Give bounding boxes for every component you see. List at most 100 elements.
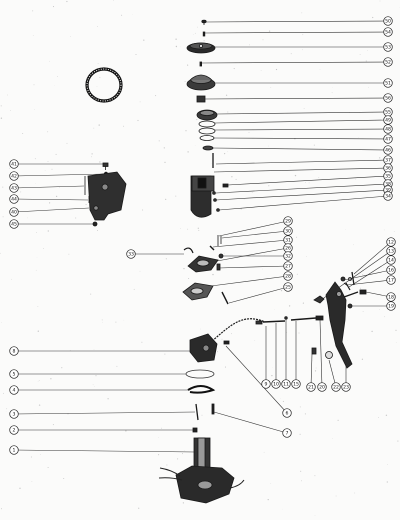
paper-speck (177, 458, 179, 460)
callout-6: 6 (282, 408, 292, 418)
paper-speck (337, 419, 339, 421)
leader-line-36 (213, 167, 389, 173)
paper-speck (163, 147, 165, 149)
callout-27: 27 (283, 261, 293, 271)
paper-speck (97, 63, 99, 64)
callout-51: 51 (383, 78, 393, 88)
paper-speck (2, 216, 4, 218)
callout-number: 35 (385, 174, 391, 180)
paper-speck (33, 84, 35, 86)
paper-speck (47, 161, 49, 162)
callout-15: 15 (291, 379, 301, 389)
paper-speck (249, 44, 251, 46)
paper-speck (121, 14, 123, 16)
washer-38 (212, 191, 216, 195)
paper-speck (301, 480, 302, 482)
paper-speck (11, 278, 12, 280)
callout-43: 43 (9, 183, 19, 193)
nut-45 (92, 221, 98, 227)
paper-speck (224, 366, 227, 368)
paper-speck (38, 404, 41, 406)
paper-speck (183, 449, 185, 451)
callout-29: 29 (283, 216, 293, 226)
callout-7: 7 (282, 428, 292, 438)
callout-54: 54 (383, 27, 393, 37)
callout-number: 13 (388, 249, 394, 255)
callout-10: 10 (271, 379, 281, 389)
paper-speck (70, 36, 71, 37)
callout-32: 32 (283, 251, 293, 261)
callout-number: 21 (308, 385, 314, 391)
callout-37: 37 (383, 155, 393, 165)
callout-2: 2 (9, 425, 19, 435)
paper-speck (47, 466, 49, 469)
callout-44: 44 (9, 194, 19, 204)
paper-speck (49, 60, 50, 62)
callout-number: 49 (385, 118, 391, 124)
callout-number: 9 (265, 382, 268, 388)
paper-speck (270, 483, 272, 484)
paper-speck (158, 437, 159, 438)
paper-speck (331, 92, 333, 94)
callout-number: 22 (333, 385, 339, 391)
ring-15 (348, 277, 352, 281)
paper-speck (263, 451, 265, 453)
callout-21: 21 (306, 382, 316, 392)
paper-speck (198, 229, 200, 231)
callout-circle (383, 78, 393, 88)
paper-speck (35, 269, 37, 271)
callout-19: 19 (386, 301, 396, 311)
leader-line-16 (343, 269, 392, 281)
paper-speck (361, 358, 364, 360)
callout-circle (386, 255, 396, 265)
callout-55: 55 (383, 107, 393, 117)
paper-speck (188, 277, 190, 280)
callout-14: 14 (386, 255, 396, 265)
paper-speck (203, 40, 205, 42)
callout-circle (383, 115, 393, 125)
leader-line-38 (215, 183, 389, 194)
callout-circle (9, 219, 19, 229)
paper-speck (31, 481, 33, 482)
callout-number: 42 (11, 174, 17, 180)
callout-number: 10 (273, 382, 279, 388)
paper-speck (365, 60, 367, 62)
pin-54 (202, 31, 206, 37)
callout-number: 28 (285, 274, 291, 280)
callout-circle (291, 379, 301, 389)
spring-46 (202, 145, 214, 151)
callout-circle (9, 369, 19, 379)
paper-speck (280, 289, 283, 292)
spring-16 (340, 276, 346, 282)
callout-number: 31 (285, 238, 291, 244)
callout-number: 39 (385, 188, 391, 194)
callout-circle (9, 385, 19, 395)
paper-speck (47, 230, 49, 232)
paper-speck (0, 252, 1, 254)
paper-speck (221, 338, 223, 340)
callout-16: 16 (386, 265, 396, 275)
paper-speck (142, 209, 144, 211)
callout-49: 49 (383, 115, 393, 125)
paper-speck (314, 475, 316, 477)
callout-46: 46 (383, 145, 393, 155)
paper-speck (101, 319, 103, 321)
paper-speck (98, 124, 100, 126)
paper-speck (69, 350, 71, 351)
callout-34: 34 (383, 191, 393, 201)
paper-speck (379, 0, 381, 2)
leader-line-7 (213, 411, 288, 434)
paper-speck (286, 332, 288, 333)
callout-26: 26 (283, 243, 293, 253)
callout-circle (9, 409, 19, 419)
paper-speck (97, 26, 98, 27)
pin-27 (216, 263, 221, 271)
callout-number: 5 (13, 372, 16, 378)
paper-speck (99, 161, 101, 163)
callout-number: 30 (285, 229, 291, 235)
paper-speck (139, 101, 141, 103)
paper-speck (231, 176, 233, 178)
paper-speck (107, 398, 109, 400)
paper-speck (381, 168, 383, 170)
callout-18: 18 (386, 292, 396, 302)
